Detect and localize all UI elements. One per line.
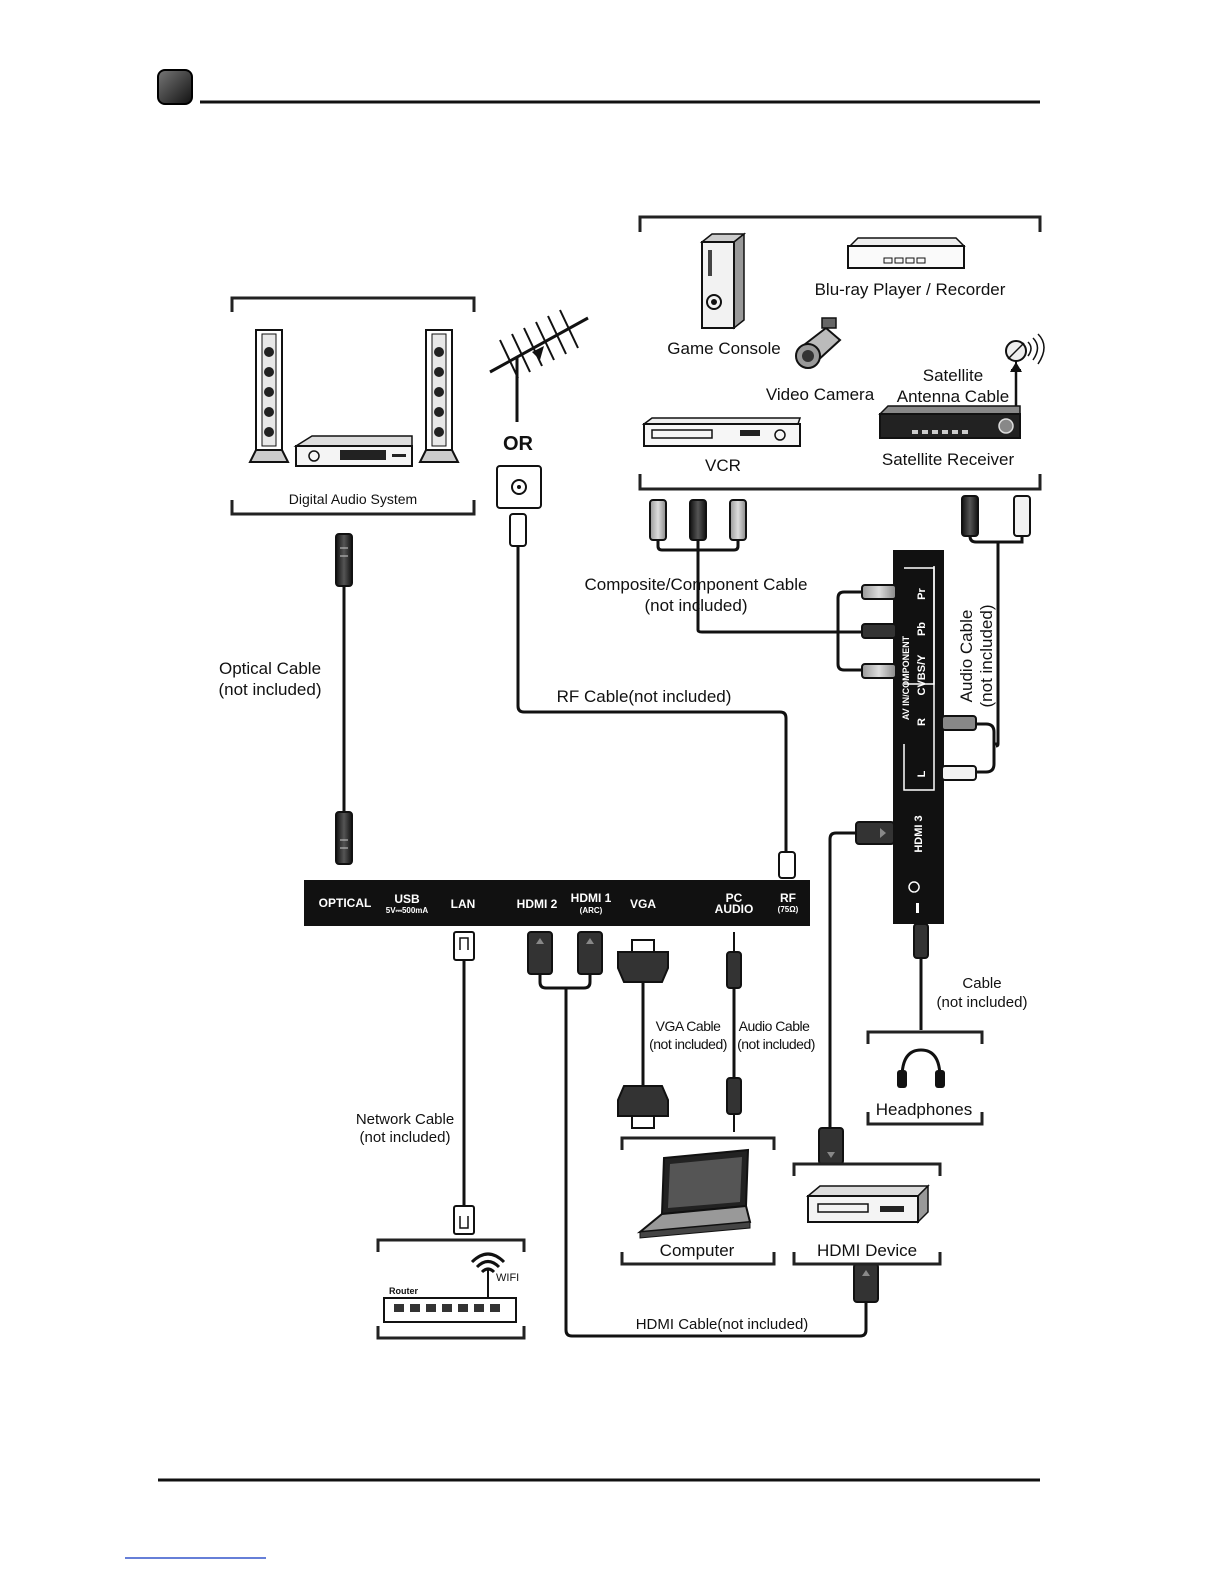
satellite-dish-icon [1005,333,1045,371]
vcr-icon [641,417,802,447]
network-cable-label-1: Network Cable [356,1111,454,1128]
wall-outlet-icon [496,465,542,509]
port-r-label: R [916,718,928,726]
headphones-icon [897,1048,945,1088]
headphone-cable-label-1: Cable [962,975,1001,992]
component-plugs-side [836,584,897,679]
headphones-label: Headphones [876,1100,972,1119]
antenna-icon [489,309,589,422]
headphone-cable-label-2: (not included) [937,994,1028,1011]
computer-label: Computer [660,1241,735,1260]
pc-audio-cable [726,932,742,1132]
antenna: OR [489,309,589,547]
port-hdmi2-label: HDMI 2 [517,897,558,911]
port-hdmi3-label: HDMI 3 [913,815,925,852]
game-console-label: Game Console [667,339,780,358]
computer-group: Computer [620,1136,776,1266]
satellite-cable-label-2: Antenna Cable [897,387,1009,406]
video-camera-label: Video Camera [766,385,875,404]
port-l-label: L [916,770,928,777]
composite-cable-label-2: (not included) [644,596,747,615]
satellite-receiver-icon [878,405,1021,439]
laptop-icon [636,1148,752,1239]
hdmi-device-group: HDMI Device [792,1162,942,1266]
optical-cable-label-2: (not included) [218,680,321,699]
vga-cable-label-2: (not included) [649,1036,727,1052]
side-panel-body [893,550,944,924]
digital-audio-system: Digital Audio System [230,296,476,516]
speaker-right-icon [418,329,460,463]
hdmi-device-icon [805,1184,930,1224]
port-hdmi1-sub: (ARC) [580,906,603,915]
optical-cable [335,533,353,865]
hdmi-bottom-cables [527,931,879,1338]
router-group: Router WIFI [376,1238,526,1340]
vga-cable [617,939,669,1129]
rf-cable [516,546,796,879]
headphone-cable [913,923,929,1030]
composite-cable-label-1: Composite/Component Cable [584,575,807,594]
composite-cable-plugs-top [649,499,866,634]
port-pc-label: PC [726,891,743,905]
video-camera-icon [795,317,842,369]
audio-cable-side-label-1: Audio Cable [957,610,976,703]
av-source-devices: Game Console Blu-ray Player / Recorder V… [638,215,1045,491]
headphone-jack-icon [908,881,920,913]
network-cable-label-2: (not included) [360,1129,451,1146]
satellite-receiver-label: Satellite Receiver [882,450,1015,469]
rf-cable-label: RF Cable(not included) [557,687,732,706]
audio-receiver-icon [293,435,413,467]
or-label: OR [503,433,534,455]
optical-cable-label-1: Optical Cable [219,659,321,678]
bluray-player-icon [847,237,966,269]
port-rf-label: RF [780,891,796,905]
tv-bottom-panel: OPTICAL USB 5V⎓500mA LAN HDMI 2 HDMI 1 (… [304,880,810,926]
hdmi-cable-label: HDMI Cable(not included) [636,1316,809,1333]
port-usb-spec: 5V⎓500mA [386,906,429,915]
pc-audio-cable-label-2: (not included) [737,1036,815,1052]
rf-plug-top-icon [509,513,527,547]
bluray-label: Blu-ray Player / Recorder [815,280,1006,299]
speaker-left-icon [248,329,290,463]
section-marker-icon [157,69,193,105]
digital-audio-system-label: Digital Audio System [289,491,417,507]
wifi-icon [470,1252,506,1274]
tv-side-panel: Pr Pb CVBS/Y AV IN/COMPONENT R L HDMI 3 [893,550,944,924]
port-optical-label: OPTICAL [319,896,372,910]
port-audio-label: AUDIO [715,902,754,916]
hdmi-device-label: HDMI Device [817,1241,917,1260]
port-vga-label: VGA [630,897,656,911]
wifi-label: WIFI [496,1272,519,1284]
vga-cable-label-1: VGA Cable [656,1018,721,1034]
bottom-panel-body [304,880,810,926]
port-lan-label: LAN [451,897,476,911]
port-rf-sub: (75Ω) [778,905,799,914]
av-component-label: AV IN/COMPONENT [901,635,911,720]
audio-cable-side-label-2: (not included) [977,604,996,707]
page-header [157,69,1040,105]
port-pr-label: Pr [916,587,928,599]
satellite-cable-label-1: Satellite [923,366,983,385]
router-label: Router [389,1286,418,1296]
port-usb-label: USB [394,892,420,906]
port-hdmi1-label: HDMI 1 [571,891,612,905]
router-icon [383,1270,517,1323]
port-pb-label: Pb [916,622,928,636]
game-console-icon [699,232,747,330]
network-cable [453,931,475,1235]
port-cvbs-label: CVBS/Y [916,654,928,696]
hdmi3-cable [818,821,895,1165]
vcr-label: VCR [705,456,741,475]
audio-cable-side-label: Audio Cable (not included) [957,604,996,707]
audio-plugs-side [941,715,998,781]
headphones-group: Headphones [866,1030,984,1126]
pc-audio-cable-label-1: Audio Cable [739,1018,810,1034]
